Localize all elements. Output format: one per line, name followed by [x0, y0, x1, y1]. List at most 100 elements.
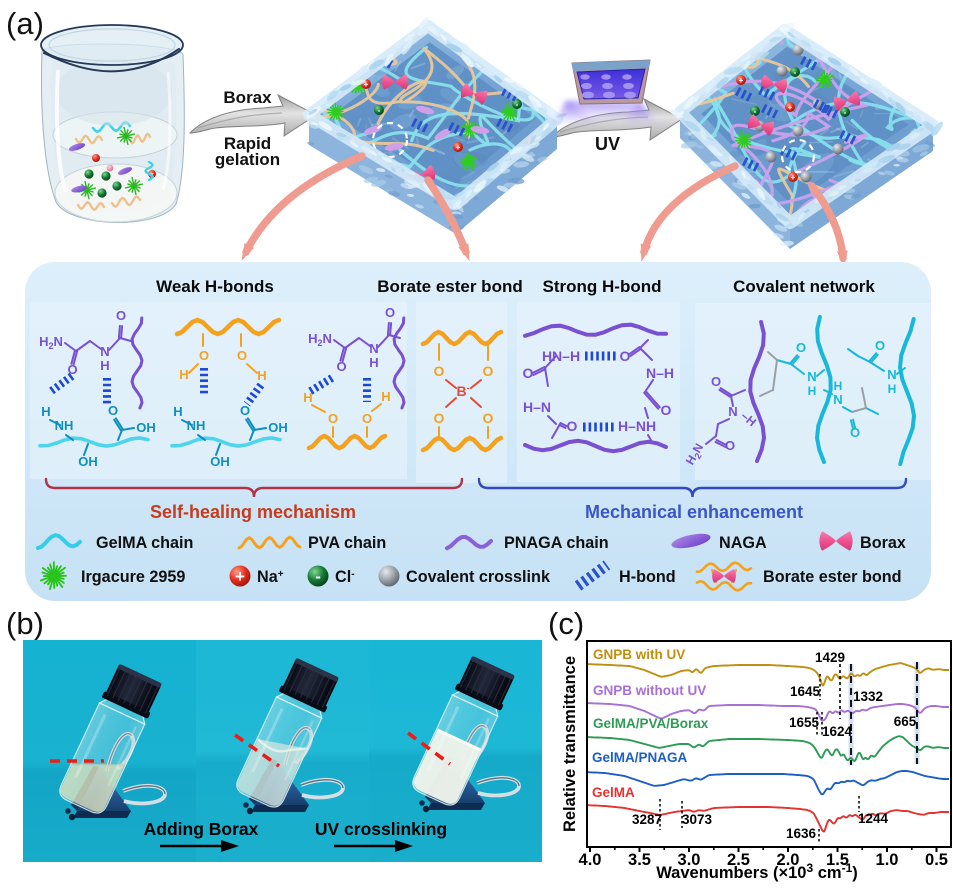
svg-text:N: N	[887, 367, 896, 382]
svg-text:H: H	[888, 382, 897, 396]
svg-text:-: -	[844, 108, 847, 117]
svg-text:O: O	[336, 359, 346, 374]
svg-text:H: H	[179, 367, 188, 382]
svg-text:-: -	[378, 106, 381, 115]
svg-text:OH: OH	[136, 420, 156, 435]
svg-text:1.0: 1.0	[876, 851, 899, 869]
svg-text:1332: 1332	[853, 689, 883, 704]
svg-text:UV crosslinking: UV crosslinking	[315, 819, 447, 839]
svg-text:N: N	[369, 341, 378, 356]
svg-text:O: O	[237, 348, 247, 363]
svg-text:1645: 1645	[790, 684, 821, 699]
svg-text:H2N: H2N	[308, 331, 332, 348]
svg-text:2.0: 2.0	[777, 851, 800, 869]
svg-text:1636: 1636	[786, 826, 817, 841]
svg-text:3.0: 3.0	[678, 851, 701, 869]
svg-text:Borate ester bond: Borate ester bond	[763, 568, 902, 586]
svg-text:665: 665	[894, 714, 917, 729]
svg-text:3.5: 3.5	[628, 851, 651, 869]
svg-text:H: H	[808, 384, 817, 398]
svg-text:N: N	[807, 369, 816, 384]
svg-text:O: O	[434, 363, 445, 379]
svg-text:O: O	[523, 365, 534, 381]
svg-text:H: H	[41, 404, 50, 419]
svg-text:Self-healing mechanism: Self-healing mechanism	[150, 502, 356, 522]
svg-text:NH: NH	[55, 418, 74, 433]
svg-text:Mechanical enhancement: Mechanical enhancement	[585, 502, 803, 522]
svg-text:Covalent crosslink: Covalent crosslink	[406, 568, 551, 586]
svg-text:+: +	[364, 80, 369, 89]
svg-text:+: +	[739, 76, 744, 85]
svg-text:B-: B-	[456, 383, 469, 399]
svg-text:Na+: Na+	[257, 568, 284, 586]
svg-text:H: H	[173, 404, 182, 419]
svg-text:N–H: N–H	[646, 365, 674, 381]
svg-text:O: O	[620, 348, 631, 364]
svg-text:HN–H: HN–H	[542, 348, 580, 364]
svg-text:GNPB without UV: GNPB without UV	[593, 683, 706, 698]
svg-text:4.0: 4.0	[579, 851, 602, 869]
svg-text:Adding Borax: Adding Borax	[144, 819, 259, 839]
svg-text:O: O	[483, 410, 494, 426]
svg-text:Wavenumbers (×103 cm-1): Wavenumbers (×103 cm-1)	[656, 861, 858, 882]
svg-text:2.5: 2.5	[727, 851, 750, 869]
svg-text:O: O	[434, 410, 445, 426]
svg-text:-: -	[794, 68, 797, 77]
svg-text:O: O	[875, 338, 885, 353]
svg-text:H: H	[381, 389, 390, 404]
svg-text:O: O	[240, 403, 250, 418]
svg-text:H: H	[100, 358, 109, 373]
svg-text:H: H	[303, 390, 312, 405]
svg-text:1655: 1655	[789, 715, 820, 730]
svg-text:0.5: 0.5	[925, 851, 948, 869]
svg-text:1429: 1429	[815, 650, 845, 665]
svg-text:GNPB with UV: GNPB with UV	[593, 647, 685, 662]
svg-text:Borax: Borax	[860, 534, 906, 552]
svg-text:+: +	[788, 103, 793, 112]
svg-text:H: H	[369, 355, 378, 370]
svg-text:H-bond: H-bond	[619, 568, 676, 586]
svg-text:GelMA: GelMA	[592, 785, 635, 800]
svg-text:-: -	[315, 567, 321, 586]
svg-text:+: +	[791, 173, 796, 182]
svg-text:NAGA: NAGA	[719, 534, 767, 552]
svg-text:O: O	[661, 402, 672, 418]
svg-text:OH: OH	[78, 454, 98, 469]
svg-text:O: O	[362, 411, 372, 426]
svg-text:Irgacure 2959: Irgacure 2959	[81, 568, 185, 586]
svg-text:1624: 1624	[822, 724, 853, 739]
svg-text:OH: OH	[268, 420, 288, 435]
svg-text:PNAGA chain: PNAGA chain	[504, 534, 609, 552]
svg-text:1244: 1244	[858, 811, 889, 826]
svg-text:O: O	[483, 363, 494, 379]
svg-text:-: -	[516, 100, 519, 109]
svg-text:Cl-: Cl-	[335, 568, 355, 586]
svg-text:O: O	[67, 362, 77, 377]
svg-text:PVA chain: PVA chain	[308, 534, 386, 552]
svg-text:O: O	[567, 418, 578, 434]
svg-text:N: N	[833, 392, 842, 407]
svg-text:O: O	[328, 411, 338, 426]
svg-text:H–N: H–N	[523, 399, 551, 415]
svg-text:+: +	[456, 143, 461, 152]
svg-text:NH: NH	[187, 418, 206, 433]
svg-text:O: O	[199, 348, 209, 363]
svg-text:+: +	[235, 567, 245, 586]
svg-text:N: N	[728, 404, 737, 419]
svg-text:H2N: H2N	[39, 334, 63, 351]
svg-text:H: H	[257, 368, 266, 383]
svg-text:O: O	[385, 305, 395, 320]
svg-text:H–NH: H–NH	[618, 418, 656, 434]
svg-text:O: O	[711, 374, 721, 389]
svg-text:N: N	[100, 344, 109, 359]
svg-text:3073: 3073	[682, 812, 713, 827]
svg-text:GelMA chain: GelMA chain	[96, 534, 193, 552]
svg-text:-: -	[754, 107, 757, 116]
svg-text:O: O	[116, 308, 126, 323]
svg-text:3287: 3287	[632, 812, 662, 827]
svg-text:1.5: 1.5	[826, 851, 849, 869]
svg-text:O: O	[850, 425, 860, 440]
svg-text:O: O	[108, 403, 118, 418]
svg-text:GelMA/PVA/Borax: GelMA/PVA/Borax	[593, 716, 709, 731]
svg-text:OH: OH	[210, 454, 230, 469]
